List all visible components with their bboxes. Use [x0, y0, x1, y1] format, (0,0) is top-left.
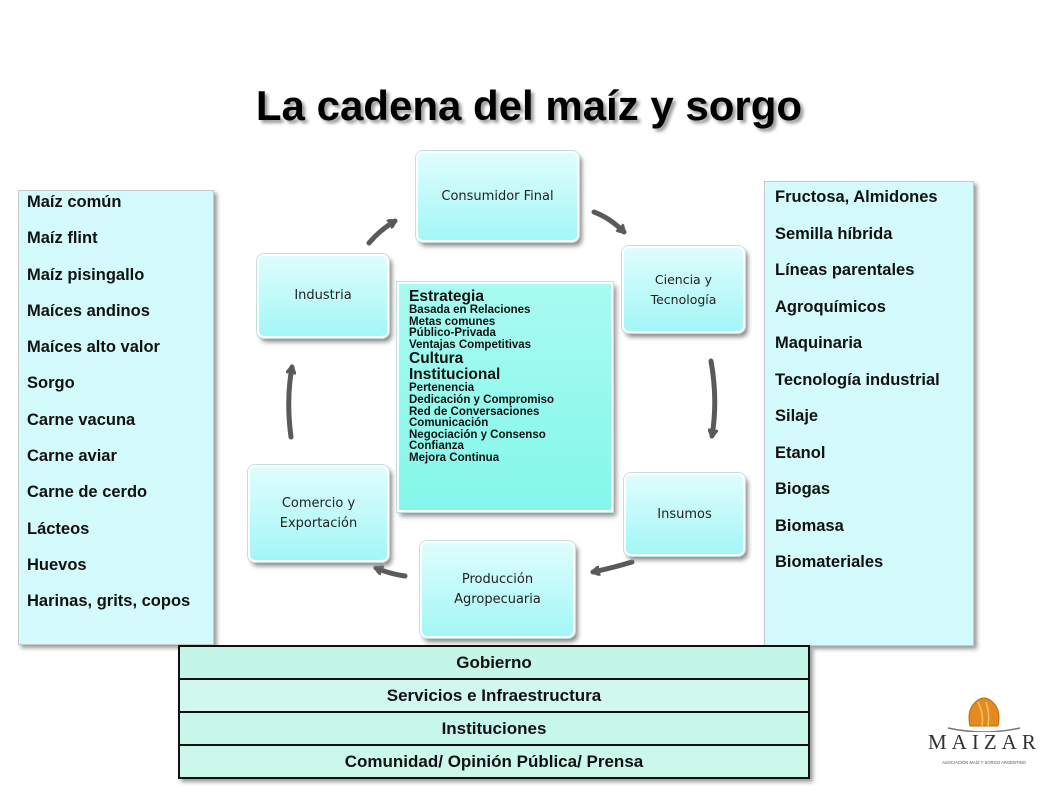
node-label: Consumidor Final: [441, 188, 554, 204]
arrow-produccion-to-comercio: [373, 568, 408, 579]
arrow-industria-to-consumidor: [366, 218, 398, 246]
left-products-panel: Maíz común Maíz flint Maíz pisingallo Ma…: [18, 190, 214, 645]
list-item: Semilla híbrida: [775, 224, 893, 243]
list-item: Maíz flint: [27, 229, 98, 248]
arrow-ciencia-to-insumos: [711, 358, 715, 439]
list-item: Agroquímicos: [775, 297, 886, 316]
list-item: Silaje: [775, 407, 819, 425]
list-item: Maíz común: [27, 193, 122, 211]
node-label: Ciencia y: [654, 271, 713, 287]
arrow-consumidor-to-ciencia: [591, 209, 627, 235]
list-item: Huevos: [27, 555, 87, 574]
node-industria: Industria: [257, 254, 389, 338]
node-insumos: Insumos: [624, 473, 745, 556]
node-label: Insumos: [657, 506, 712, 522]
list-item: Biomateriales: [775, 553, 884, 571]
estrategia-item: Ventajas Competitivas: [409, 338, 532, 351]
list-item: Tecnología industrial: [775, 370, 940, 389]
estrategia-item: Basada en Relaciones: [409, 304, 531, 316]
list-item: Fructosa, Almidones: [775, 188, 938, 206]
cultura-item: Mejora Continua: [409, 451, 500, 464]
node-produccion-agropecuaria: Producción Agropecuaria: [420, 541, 575, 638]
node-label: Tecnología: [650, 291, 717, 307]
node-ciencia-tecnologia: Ciencia y Tecnología: [622, 246, 745, 333]
estrategia-item: Público-Privada: [409, 327, 496, 340]
logo-name: MAIZAR: [928, 730, 1041, 754]
node-comercio-exportacion: Comercio y Exportación: [248, 465, 389, 562]
list-item: Líneas parentales: [775, 261, 915, 279]
list-item: Maíces andinos: [27, 301, 150, 320]
estrategia-item: Metas comunes: [409, 315, 496, 328]
node-consumidor-final: Consumidor Final: [416, 151, 579, 242]
cultura-item: Red de Conversaciones: [409, 405, 540, 418]
cultura-item: Negociación y Consenso: [409, 428, 546, 441]
list-item: Etanol: [775, 443, 826, 462]
logo-subtitle: ASOCIACIÓN MAÍZ Y SORGO ARGENTINO: [942, 760, 1026, 765]
maizar-logo: MAIZAR ASOCIACIÓN MAÍZ Y SORGO ARGENTINO: [928, 692, 1048, 778]
node-label: Agropecuaria: [454, 591, 541, 607]
node-label: Producción: [461, 571, 534, 587]
arrow-insumos-to-produccion: [590, 559, 635, 572]
list-item: Sorgo: [27, 374, 75, 393]
cultura-heading: Cultura: [409, 350, 464, 368]
strategy-culture-box: Estrategia Basada en Relaciones Metas co…: [397, 282, 613, 512]
right-products-panel: Fructosa, Almidones Semilla híbrida Líne…: [764, 181, 974, 646]
table-row-gobierno: Gobierno: [180, 645, 808, 678]
node-label: Exportación: [279, 515, 358, 531]
node-label: Industria: [294, 288, 352, 303]
node-label: Comercio y: [281, 495, 356, 511]
list-item: Lácteos: [27, 519, 90, 538]
corn-cob-icon: [947, 697, 1021, 732]
cultura-heading: Institucional: [409, 366, 501, 384]
list-item: Maíz pisingallo: [27, 265, 145, 284]
cultura-item: Dedicación y Compromiso: [409, 393, 555, 406]
list-item: Carne aviar: [27, 447, 117, 466]
list-item: Maquinaria: [775, 334, 863, 352]
list-item: Carne vacuna: [27, 410, 136, 429]
cultura-item: Pertenencia: [409, 382, 475, 395]
list-item: Carne de cerdo: [27, 483, 148, 502]
list-item: Biomasa: [775, 516, 844, 535]
list-item: Maíces alto valor: [27, 338, 160, 357]
list-item: Biogas: [775, 480, 831, 498]
support-table: Gobierno Servicios e Infraestructura Ins…: [178, 645, 810, 779]
estrategia-heading: Estrategia: [409, 288, 484, 305]
page-title: La cadena del maíz y sorgo: [255, 82, 803, 129]
cultura-item: Comunicación: [409, 417, 489, 430]
arrow-comercio-to-industria: [289, 364, 292, 440]
cultura-item: Confianza: [409, 440, 464, 453]
table-row-comunidad: Comunidad/ Opinión Pública/ Prensa: [180, 744, 808, 777]
list-item: Harinas, grits, copos: [27, 592, 191, 611]
table-row-servicios: Servicios e Infraestructura: [180, 678, 808, 711]
table-row-instituciones: Instituciones: [180, 711, 808, 744]
